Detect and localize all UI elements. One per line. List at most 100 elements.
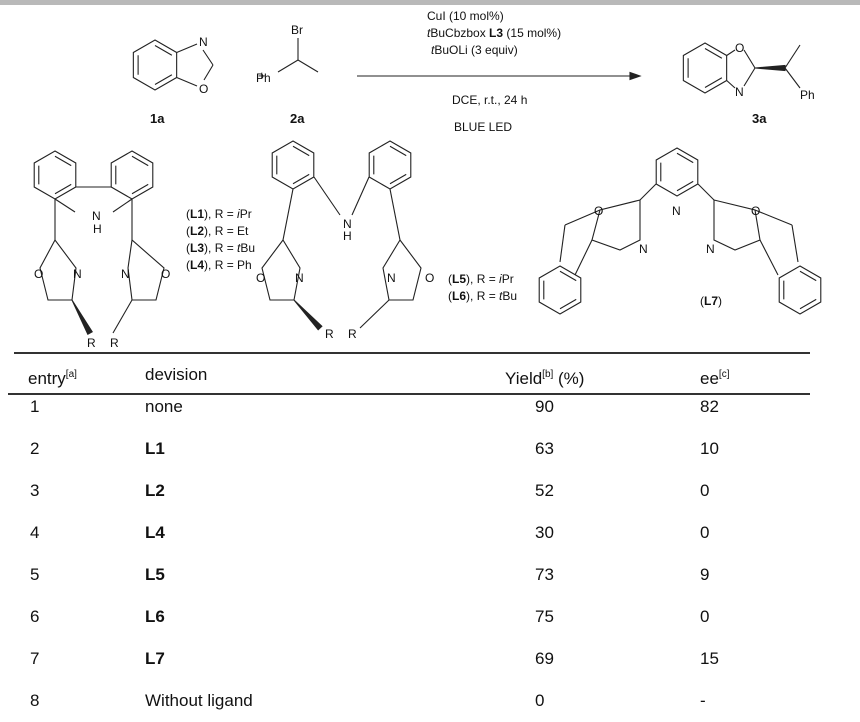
ligand-captions-l1-l4: (L1), R = iPr (L2), R = Et (L3), R = tBu… [186,207,722,308]
bond [282,188,294,241]
atom-h: H [343,229,352,243]
bond [112,299,133,334]
ligand-caption-l5: (L5), R = iPr [448,272,514,286]
benzene-ring [778,265,822,315]
header-ee: ee[c] [700,369,730,388]
atom-ph: Ph [256,71,271,85]
header-entry: entry[a] [28,369,77,388]
benzene-ring [33,150,77,200]
double-bond [559,298,577,310]
ee-cell: 10 [700,439,719,458]
double-bond [799,298,817,310]
bond [759,239,779,276]
condition-ligand: tBuCbzbox L3 (15 mol%) [427,26,561,40]
double-bond [154,74,173,85]
ee-cell: 15 [700,649,719,668]
yield-cell: 75 [535,607,554,626]
double-bond [799,270,817,282]
ee-cell: 0 [700,523,710,542]
ligand-caption-l1: (L1), R = iPr [186,207,252,221]
atom-br: Br [291,23,303,37]
entry-cell: 5 [30,565,40,584]
bond [743,67,756,87]
benzene-ring [132,39,178,91]
yield-cell: 73 [535,565,554,584]
entry-cell: 3 [30,481,40,500]
bond [277,59,299,73]
benzene-ring [538,265,582,315]
devision-cell: L6 [145,607,165,626]
benzene-ring [655,147,699,197]
header-devision: devision [145,365,208,384]
atom-n: N [92,209,101,223]
yield-cell: 52 [535,481,554,500]
double-bond [54,155,72,167]
bond [176,43,198,54]
atom-n: N [735,85,744,99]
benzene-ring [110,150,154,200]
compound-label-3a: 3a [752,111,767,126]
ligand-caption-l4: (L4), R = Ph [186,258,252,272]
condition-solvent: DCE, r.t., 24 h [452,93,527,107]
double-bond [131,155,149,167]
atom-o: O [34,267,43,281]
atom-o: O [199,82,208,96]
entry-cell: 6 [30,607,40,626]
condition-cui: CuI (10 mol%) [427,9,504,23]
yield-cell: 0 [535,691,545,710]
atom-r: R [110,336,119,350]
bond [791,224,799,263]
atom-n: N [295,271,304,285]
wedge-bond [293,299,323,331]
oxazoline-ring [382,239,422,301]
ee-cell: 0 [700,481,710,500]
ligand-caption-l2: (L2), R = Et [186,224,249,238]
entry-cell: 1 [30,397,40,416]
compound-label-2a: 2a [290,111,305,126]
atom-n: N [199,35,208,49]
atom-n: N [121,267,130,281]
double-bond [704,77,723,88]
atom-r: R [325,327,334,341]
double-bond [131,183,149,195]
bond [784,67,801,89]
bond [743,49,756,69]
double-bond [389,145,407,157]
bond [54,198,76,213]
entry-cell: 8 [30,691,40,710]
entry-cell: 2 [30,439,40,458]
bond [359,299,390,329]
bond [784,44,801,69]
bond [726,80,736,89]
yield-cell: 30 [535,523,554,542]
double-bond [676,180,694,192]
bond [574,239,593,276]
atom-o: O [735,41,744,55]
double-bond [54,183,72,195]
double-bond [389,173,407,185]
yield-cell: 90 [535,397,554,416]
ligand-caption-l6: (L6), R = tBu [448,289,517,303]
atom-o: O [751,204,760,218]
reaction-scheme: N O 1a + Br Ph 2a CuI (10 mol%) tBuCbzbo… [33,9,822,350]
ligand-caption-l3: (L3), R = tBu [186,241,255,255]
atom-r: R [87,336,96,350]
oxazoline-ring [591,199,641,251]
plus-sign: + [258,68,266,83]
devision-cell: L4 [145,523,165,542]
ee-cell: 82 [700,397,719,416]
ee-cell: 9 [700,565,710,584]
atom-n: N [706,242,715,256]
atom-o: O [425,271,434,285]
bond [351,176,370,216]
benzene-ring [271,140,315,190]
atom-h: H [93,222,102,236]
oxazoline-ring [127,238,165,301]
bond [389,188,401,241]
wedge-bond [754,64,786,72]
double-bond [292,145,310,157]
atom-o: O [256,271,265,285]
top-border [0,0,860,5]
oxazoline-ring [261,239,301,301]
